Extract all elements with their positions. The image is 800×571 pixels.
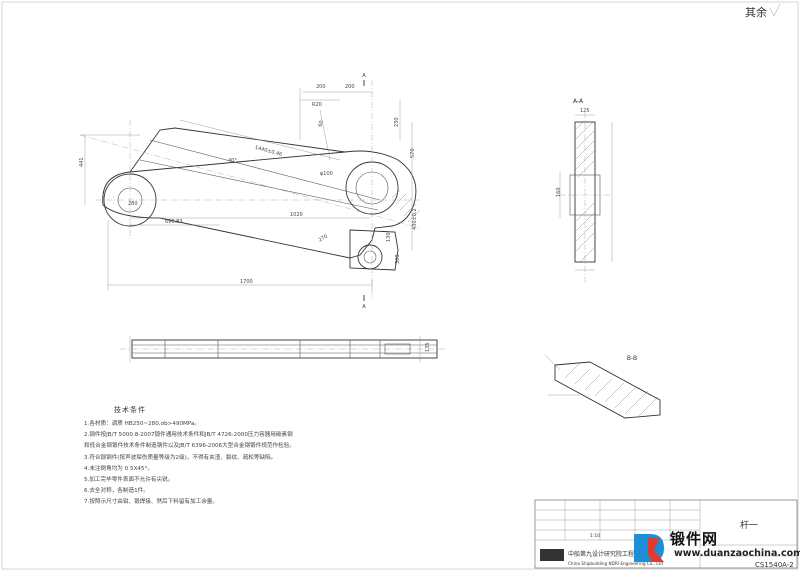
note-item: 4.未注倒角均为 0.5X45°。 <box>84 465 153 472</box>
note-item: 和低合金钢锻件技术条件制造钢件以及JB/T 6396-2006大型合金钢锻件规范… <box>84 443 295 450</box>
corner-roughness-mark: 其余 <box>745 5 767 19</box>
dim-plan-135: 135 <box>425 342 431 352</box>
dim-200-right: 200 <box>345 84 355 90</box>
dim-aa-125: 125 <box>580 108 590 114</box>
dim-phi100: φ100 <box>320 171 333 177</box>
dim-430: 430±0.2 <box>412 208 418 230</box>
dim-280: 280 <box>128 201 138 207</box>
dim-696: 696.83 <box>165 219 183 225</box>
watermark: 锻件网 www.duanzaochina.com <box>630 526 800 571</box>
note-item: 1.各材质：调质 HB250~280,σb>490MPa。 <box>84 421 200 427</box>
main-view: A A 200 200 441 230 570 1440±0.46 1020 1… <box>79 73 421 310</box>
drawing-number: CS1540A-2 <box>755 561 794 569</box>
dim-1440: 1440±0.46 <box>254 145 283 158</box>
scale-value: 1:10 <box>590 533 600 539</box>
note-item: 3.符合锻钢件(按声波探伤质量等级为2级)，不得有夹渣、裂纹、疏松等缺陷。 <box>84 454 277 461</box>
watermark-brand: 锻件网 <box>670 530 719 548</box>
dim-441: 441 <box>79 157 85 167</box>
note-item: 5.加工完毕零件表面不允许有尖锐。 <box>84 477 174 484</box>
dim-40-angle: 40° <box>228 158 237 164</box>
dim-200-left: 200 <box>316 84 326 90</box>
company-name-en: China Shipbuilding NDRI Engineering Co.,… <box>568 561 663 566</box>
dim-130: 130 <box>386 232 392 242</box>
technical-notes-list: 1.各材质：调质 HB250~280,σb>490MPa。 2.钢件按JB/T … <box>84 419 295 509</box>
watermark-url: www.duanzaochina.com <box>674 548 800 559</box>
cssc-logo-icon <box>540 549 564 561</box>
plan-view: 135 <box>120 336 445 362</box>
cssc-logo-text: CSSC <box>545 554 559 560</box>
note-item: 2.钢件按JB/T 5000.8-2007锻件通用技术条件和JB/T 4726-… <box>84 432 293 439</box>
section-aa: A-A 125 160 <box>556 98 613 285</box>
section-aa-label: A-A <box>573 98 584 105</box>
duanzao-logo-icon <box>634 534 664 562</box>
dim-60: 60 <box>318 120 325 127</box>
dim-aa-160: 160 <box>556 187 562 197</box>
section-cut-a-bottom: A <box>362 304 366 310</box>
dim-230: 230 <box>394 117 400 127</box>
part-name: 杆一 <box>740 519 758 531</box>
note-item: 7.按照示尺寸由钳、锻焊接、然后下料留有加工余量。 <box>84 499 218 506</box>
note-item: 6.去全对称，各制造1件。 <box>84 488 149 495</box>
dim-300: 300 <box>395 254 401 264</box>
dim-570: 570 <box>410 148 416 158</box>
dim-r20: R20 <box>312 102 322 108</box>
dim-1020: 1020 <box>290 212 303 218</box>
technical-notes-title: 技术条件 <box>114 406 146 414</box>
dim-1700: 1700 <box>240 279 253 285</box>
title-block: 杆一 CS1540A-2 1:10 CSSC 中船第九设计研究院工程有限公司 C… <box>534 499 798 569</box>
dim-270: 270 <box>318 233 329 243</box>
section-bb-label: B-B <box>627 355 637 362</box>
section-bb: B-B <box>544 354 661 419</box>
section-cut-a-top: A <box>362 73 366 79</box>
company-name-cn: 中船第九设计研究院工程有限公司 <box>568 550 658 558</box>
